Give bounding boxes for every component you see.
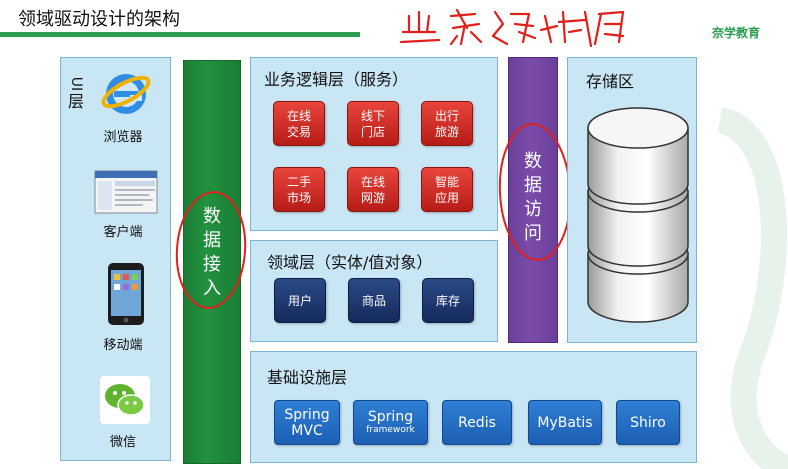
service-label-line: 交易 — [286, 125, 311, 139]
service-label-line: 智能 — [434, 175, 459, 189]
infra-spring-mvc: Spring MVC — [274, 400, 340, 445]
service-label-line: 在线 — [286, 109, 311, 123]
ui-layer-label: UI 层 — [66, 74, 86, 111]
data-access-out-bar — [508, 57, 558, 343]
brand-logo-text: 奈学教育 — [712, 26, 761, 40]
service-online-trade: 在线 交易 — [273, 101, 325, 146]
database-cylinder-icon — [587, 107, 689, 323]
title-underline — [0, 32, 360, 37]
business-layer-title: 业务逻辑层（服务） — [264, 70, 409, 89]
service-second-hand: 二手 市场 — [273, 167, 325, 212]
service-label-line: 二手 — [286, 175, 311, 189]
data-access-out-char: 问 — [524, 223, 542, 244]
service-label-line: 应用 — [434, 191, 459, 205]
data-access-out-char: 据 — [524, 175, 542, 196]
data-access-out-char: 访 — [524, 199, 542, 220]
client-label-desktop: 客户端 — [103, 225, 143, 240]
title-dots-decoration — [4, 30, 22, 40]
entity-product: 商品 — [348, 278, 400, 323]
handwritten-note — [399, 8, 625, 48]
browser-icon — [101, 74, 151, 114]
storage-title: 存储区 — [586, 72, 635, 91]
annotation-circle — [498, 123, 572, 261]
infra-redis: Redis — [442, 400, 512, 445]
service-travel: 出行 旅游 — [421, 101, 473, 146]
data-access-in-char: 据 — [203, 230, 221, 251]
service-label-line: 门店 — [360, 125, 385, 139]
service-label-line: 网游 — [360, 191, 385, 205]
entity-inventory: 库存 — [422, 278, 474, 323]
data-access-in-label: 数 据 接 入 — [200, 205, 224, 301]
infra-label: Shiro — [630, 415, 666, 431]
infra-label: Spring — [284, 407, 330, 423]
data-access-out-label: 数 据 访 问 — [521, 150, 545, 246]
service-offline-store: 线下 门店 — [347, 101, 399, 146]
annotation-circle — [175, 191, 247, 309]
infra-label: Spring — [367, 409, 414, 425]
service-smart-app: 智能 应用 — [421, 167, 473, 212]
infrastructure-layer-title: 基础设施层 — [267, 368, 348, 387]
data-access-in-bar — [183, 60, 241, 464]
service-online-game: 在线 网游 — [347, 167, 399, 212]
ui-layer-label-part: 层 — [67, 92, 84, 111]
desktop-client-icon — [94, 170, 158, 214]
page-title: 领域驱动设计的架构 — [18, 9, 180, 30]
infra-shiro: Shiro — [616, 400, 680, 445]
data-access-in-char: 入 — [203, 278, 221, 299]
service-label-line: 在线 — [360, 175, 385, 189]
domain-layer-title: 领域层（实体/值对象） — [267, 253, 433, 272]
infra-sublabel: framework — [366, 425, 415, 435]
data-access-in-char: 数 — [203, 206, 221, 227]
data-access-out-char: 数 — [524, 151, 542, 172]
client-label-browser: 浏览器 — [103, 130, 143, 145]
infra-mybatis: MyBatis — [528, 400, 602, 445]
infra-label: Redis — [458, 415, 496, 431]
mobile-phone-icon — [108, 263, 144, 325]
data-access-in-char: 接 — [203, 254, 221, 275]
client-label-mobile: 移动端 — [103, 338, 143, 353]
service-label-line: 市场 — [286, 191, 311, 205]
infra-label: MyBatis — [537, 415, 593, 431]
ui-layer-label-part: UI — [67, 76, 84, 92]
infra-label: MVC — [291, 423, 323, 439]
wechat-icon — [100, 376, 150, 424]
service-label-line: 线下 — [360, 109, 385, 123]
client-label-wechat: 微信 — [109, 435, 136, 450]
service-label-line: 旅游 — [434, 125, 459, 139]
infra-spring-framework: Spring framework — [353, 400, 428, 445]
background-watermark — [716, 107, 788, 469]
service-label-line: 出行 — [434, 109, 459, 123]
entity-user: 用户 — [274, 278, 326, 323]
